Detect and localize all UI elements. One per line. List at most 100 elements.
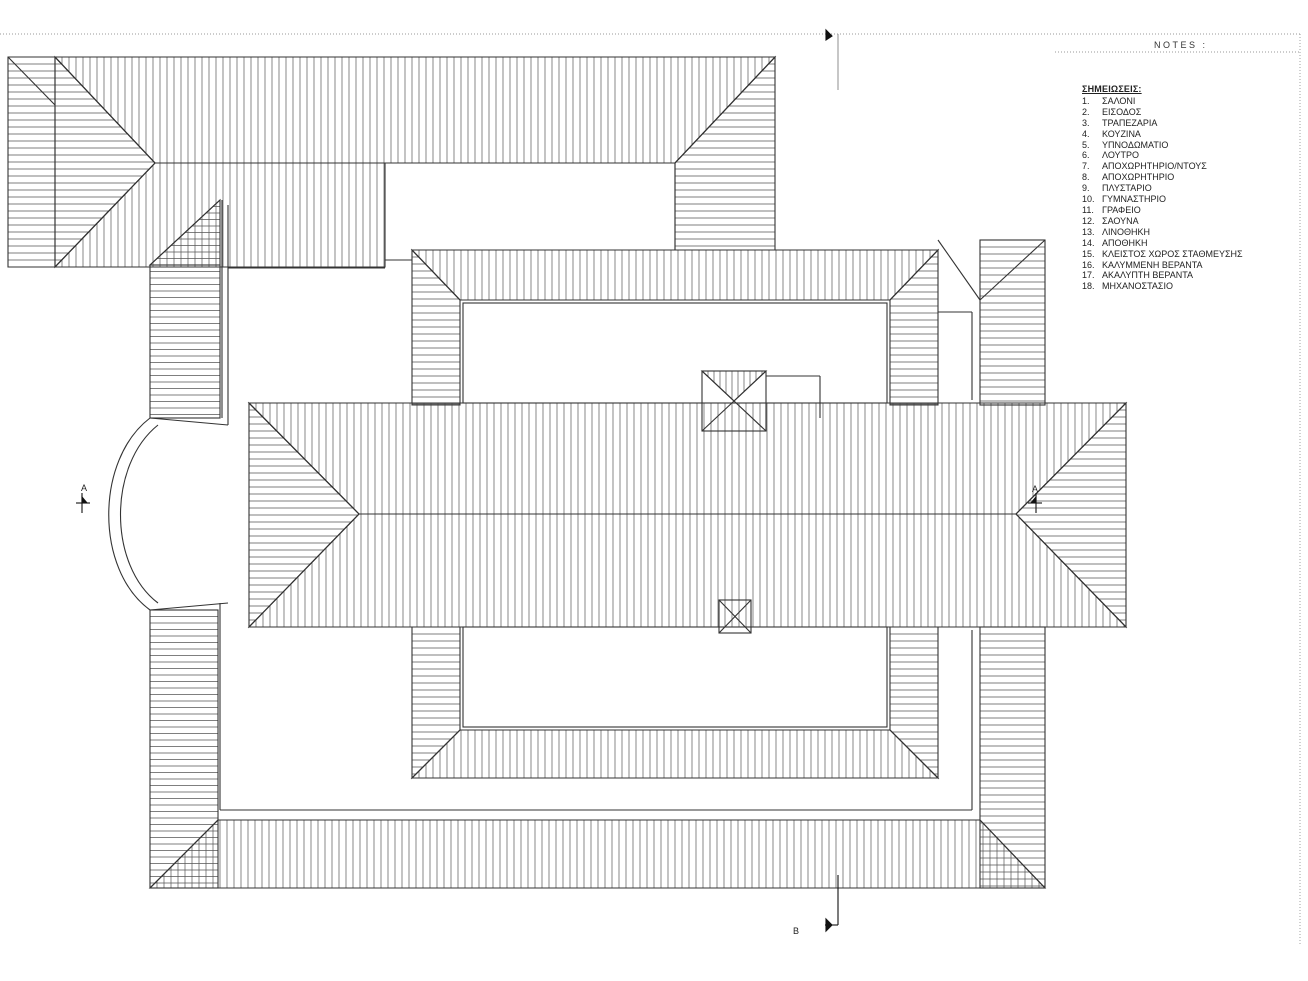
hip-line	[149, 819, 219, 889]
hatch-group	[61, 57, 770, 163]
legend-item-label: ΕΙΣΟΔΟΣ	[1102, 106, 1142, 117]
hip-line	[248, 513, 360, 628]
legend-item-label: ΛΟΥΤΡΟ	[1102, 150, 1140, 161]
hip-line	[1015, 513, 1127, 628]
roof-facet	[411, 248, 461, 406]
hip-line	[1015, 402, 1127, 515]
hatch-group	[255, 514, 1125, 627]
legend-item-number: 1.	[1082, 95, 1090, 106]
legend-item: 9. ΠΛΥΣΤΑΡΙΟ	[1082, 183, 1297, 194]
legend-item-number: 5.	[1082, 139, 1090, 150]
legend-item-number: 9.	[1082, 183, 1090, 194]
legend-item-label: ΓΡΑΦΕΙΟ	[1102, 204, 1141, 215]
hatch-group	[1016, 409, 1126, 621]
roof-facet	[247, 402, 1128, 515]
roof-facet	[410, 249, 940, 301]
hip-line	[979, 819, 1046, 889]
hip-line	[411, 249, 461, 301]
legend-item: 17.ΑΚΑΛΥΠΤΗ ΒΕΡΑΝΤΑ	[1082, 270, 1297, 281]
hatch-group	[156, 820, 1040, 888]
legend-item: 15.ΚΛΕΙΣΤΟΣ ΧΩΡΟΣ ΣΤΑΘΜΕΥΣΗΣ	[1082, 249, 1297, 260]
legend-item: 18.ΜΗΧΑΝΟΣΤΑΣΙΟ	[1082, 281, 1297, 292]
hip-line	[248, 402, 360, 515]
bay-arc	[108, 417, 151, 611]
hip-line	[674, 56, 776, 164]
legend-item-label: ΜΗΧΑΝΟΣΤΑΣΙΟ	[1102, 281, 1173, 292]
legend-item-label: ΚΟΥΖΙΝΑ	[1102, 128, 1141, 139]
notes-tag: NOTES :	[1154, 40, 1208, 50]
roof-facet	[674, 55, 776, 251]
legend-item-label: ΚΛΕΙΣΤΟΣ ΧΩΡΟΣ ΣΤΑΘΜΕΥΣΗΣ	[1102, 248, 1243, 259]
legend-item: 5. ΥΠΝΟΔΩΜΑΤΙΟ	[1082, 140, 1297, 151]
hatch-group	[249, 409, 359, 621]
hatch-group	[707, 371, 763, 401]
legend-item-number: 2.	[1082, 106, 1090, 117]
legend-item: 11. ΓΡΑΦΕΙΟ	[1082, 205, 1297, 216]
hatch-group	[890, 256, 938, 405]
legend-item: 12. ΣΑΟΥΝΑ	[1082, 216, 1297, 227]
legend-item: 8.ΑΠΟΧΩΡΗΤΗΡΙΟ	[1082, 172, 1297, 183]
roof-facet	[889, 248, 939, 406]
hatch-group	[412, 256, 460, 405]
legend-notes: ΣΗΜΕΙΩΣΕΙΣ: 1. ΣΑΛΟΝΙ 2. ΕΙΣΟΔΟΣ 3. ΤΡΑΠΕΖΑΡΙ…	[1082, 84, 1297, 292]
legend-item: 1. ΣΑΛΟΝΙ	[1082, 96, 1297, 107]
hatch-group	[255, 403, 1125, 514]
legend-item-label: ΥΠΝΟΔΩΜΑΤΙΟ	[1102, 139, 1169, 150]
hatch-group	[8, 63, 55, 261]
roof-facet	[410, 729, 940, 779]
legend-item: 4.ΚΟΥΖΙΝΑ	[1082, 129, 1297, 140]
legend-item-label: ΠΛΥΣΤΑΡΙΟ	[1102, 183, 1152, 194]
hatch-group	[412, 633, 460, 775]
legend-item-label: ΣΑΟΥΝΑ	[1102, 215, 1139, 226]
courtyard-lower	[462, 626, 888, 728]
legend-item: 16.ΚΑΛΥΜΜΕΝΗ ΒΕΡΑΝΤΑ	[1082, 260, 1297, 271]
section-marker-a-left-arrow	[81, 495, 89, 504]
hip-line	[7, 56, 56, 106]
hatch-group	[890, 633, 938, 775]
courtyard-upper	[462, 302, 888, 404]
bay-arc-inner	[119, 424, 159, 604]
hatch-group	[55, 63, 155, 261]
legend-item-number: 11.	[1082, 204, 1094, 215]
legend-item-label: ΤΡΑΠΕΖΑΡΙΑ	[1102, 117, 1158, 128]
section-label-a-left: A	[81, 483, 88, 493]
hatch-group	[418, 730, 938, 778]
legend-item-number: 3.	[1082, 117, 1090, 128]
bay-edge	[149, 602, 229, 611]
roof-outlines	[0, 28, 1301, 945]
legend-item: 14.ΑΠΟΘΗΚΗ	[1082, 238, 1297, 249]
legend-item: 7.ΑΠΟΧΩΡΗΤΗΡΙΟ/ΝΤΟΥΣ	[1082, 161, 1297, 172]
roof-tile-hatching	[8, 57, 1126, 888]
legend-item-label: ΣΑΛΟΝΙ	[1102, 95, 1136, 106]
legend-item-label: ΑΠΟΘΗΚΗ	[1102, 237, 1148, 248]
legend-item: 10. ΓΥΜΝΑΣΤΗΡΙΟ	[1082, 194, 1297, 205]
section-label-a-right: A	[1032, 484, 1039, 494]
section-label-b-bottom: B	[793, 926, 800, 936]
hip-line	[149, 199, 221, 266]
legend-item-number: 10.	[1082, 194, 1095, 205]
hatch-group	[61, 163, 385, 267]
chimney-box	[718, 599, 752, 634]
legend-item-label: ΓΥΜΝΑΣΤΗΡΙΟ	[1102, 194, 1167, 205]
legend-item: 13. ΛΙΝΟΘΗΚΗ	[1082, 227, 1297, 238]
legend-item-number: 13.	[1082, 226, 1095, 237]
hip-line	[889, 729, 939, 779]
section-marker-top-arrow	[825, 28, 833, 42]
roof-panel	[979, 239, 1046, 406]
legend-item-label: ΚΑΛΥΜΜΕΝΗ ΒΕΡΑΝΤΑ	[1102, 259, 1203, 270]
roof-facet	[411, 626, 461, 780]
hip-line	[889, 249, 939, 301]
legend-item-label: ΛΙΝΟΘΗΚΗ	[1102, 226, 1151, 237]
bay-edge	[149, 417, 229, 426]
legend-item-number: 7.	[1082, 161, 1090, 172]
legend-item: 6.ΛΟΥΤΡΟ	[1082, 150, 1297, 161]
legend-heading: ΣΗΜΕΙΩΣΕΙΣ:	[1082, 84, 1142, 94]
legend-item-number: 8.	[1082, 172, 1090, 183]
hatch-group	[675, 63, 775, 247]
legend-item-number: 12.	[1082, 215, 1095, 226]
hip-line	[54, 162, 156, 268]
section-marker-a-right-arrow	[1029, 495, 1037, 504]
hip-line	[937, 239, 981, 301]
